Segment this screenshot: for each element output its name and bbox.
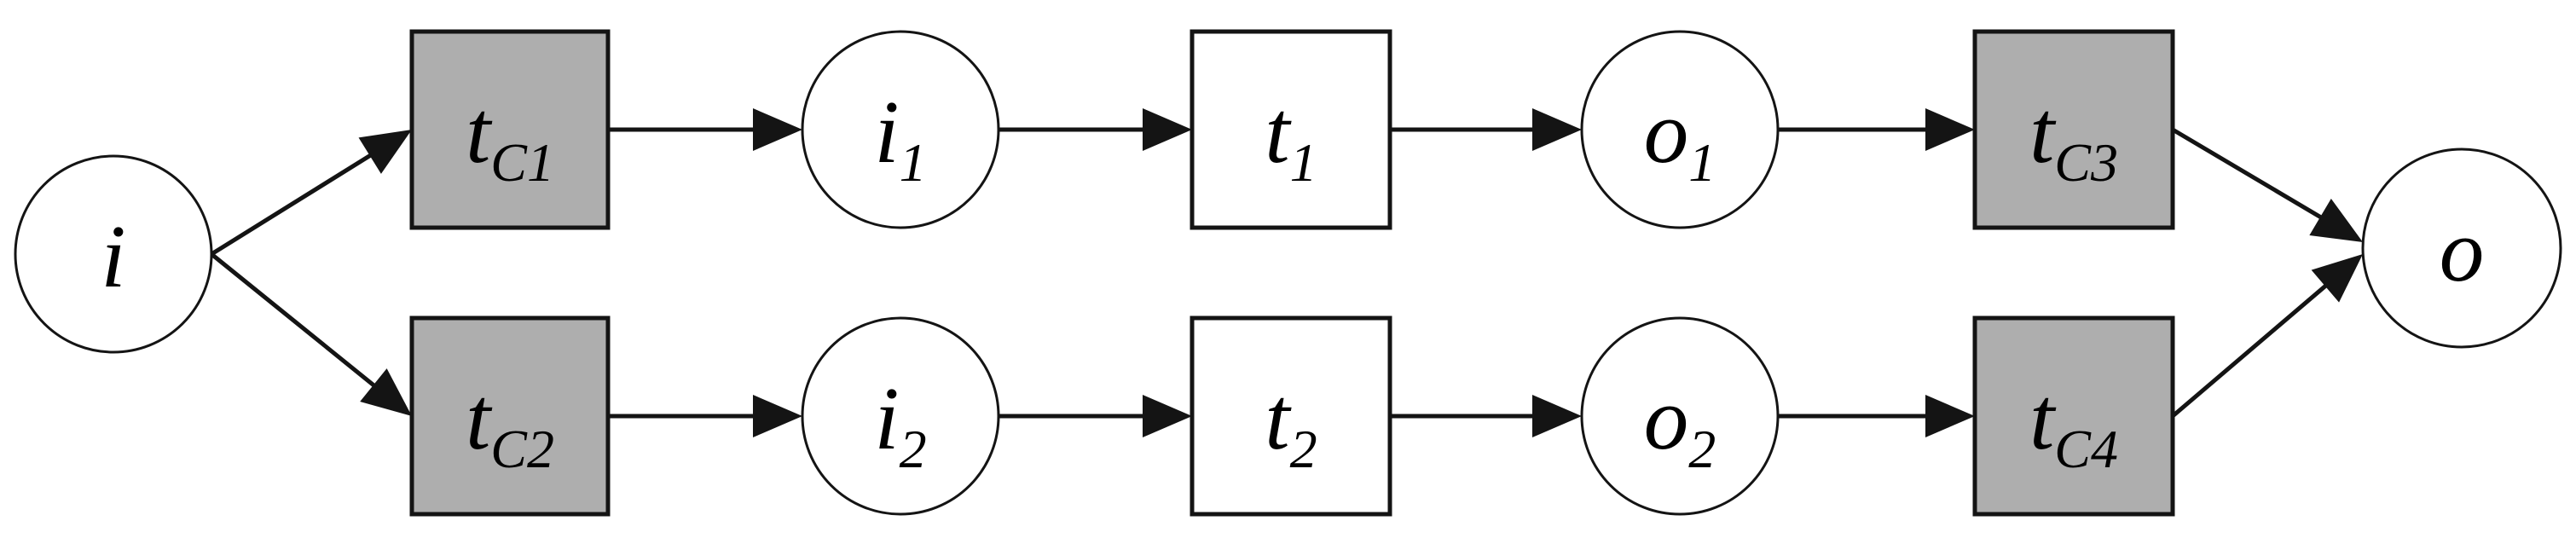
arrowhead bbox=[1532, 395, 1582, 437]
arrow-line bbox=[210, 150, 377, 257]
edge-o1-tC3 bbox=[1778, 108, 1975, 151]
node-label-main-t1: t bbox=[1265, 82, 1292, 182]
node-label-main-o1: o bbox=[1644, 82, 1689, 182]
node-label-o1: o1 bbox=[1644, 82, 1716, 193]
arrow-line bbox=[2171, 127, 2328, 223]
node-label-main-o2: o bbox=[1644, 368, 1689, 468]
edge-tC4-o bbox=[2171, 254, 2363, 418]
transition-t1: t1 bbox=[1190, 29, 1392, 230]
node-label-t1: t1 bbox=[1265, 82, 1317, 193]
edge-i-tC2 bbox=[210, 252, 412, 416]
place-i2: i2 bbox=[801, 316, 1000, 516]
transition-tC1: tC1 bbox=[409, 29, 611, 230]
edge-i1-t1 bbox=[999, 108, 1192, 151]
node-label-i1: i1 bbox=[874, 82, 926, 193]
arrowhead bbox=[2311, 254, 2363, 303]
node-label-sub-tC1: C1 bbox=[490, 132, 554, 193]
transition-tC2: tC2 bbox=[409, 315, 611, 517]
edge-t1-o1 bbox=[1390, 108, 1582, 151]
place-o1: o1 bbox=[1580, 30, 1780, 229]
place-circle-o2 bbox=[1580, 316, 1780, 516]
node-label-main-i2: i bbox=[874, 368, 899, 468]
node-label-i2: i2 bbox=[874, 368, 926, 479]
node-label-o2: o2 bbox=[1644, 368, 1716, 479]
place-circle-o1 bbox=[1580, 30, 1780, 229]
node-label-sub-t2: 2 bbox=[1290, 419, 1317, 479]
arrowhead bbox=[1143, 108, 1192, 151]
edge-tC3-o bbox=[2171, 127, 2363, 242]
arrowhead bbox=[360, 368, 412, 416]
place-o: o bbox=[2361, 148, 2562, 349]
node-label-main-tC1: t bbox=[466, 82, 493, 182]
node-label-sub-t1: 1 bbox=[1290, 132, 1317, 193]
arrowhead bbox=[358, 130, 412, 174]
edge-i-tC1 bbox=[210, 130, 412, 257]
place-circle-i1 bbox=[801, 30, 1000, 229]
place-o2: o2 bbox=[1580, 316, 1780, 516]
arrowhead bbox=[1532, 108, 1582, 151]
edge-o2-tC4 bbox=[1778, 395, 1975, 437]
node-label-main-tC2: t bbox=[466, 368, 493, 468]
transition-rect-t1 bbox=[1190, 29, 1392, 230]
arrow-line bbox=[210, 252, 380, 391]
node-label-main-i: i bbox=[101, 206, 125, 306]
node-label-main-tC3: t bbox=[2029, 82, 2057, 182]
arrowhead bbox=[1925, 108, 1975, 151]
place-i: i bbox=[14, 154, 213, 354]
node-label-sub-tC2: C2 bbox=[490, 419, 554, 479]
node-label-tC4: tC4 bbox=[2029, 368, 2118, 479]
edge-t2-o2 bbox=[1390, 395, 1582, 437]
arrowhead bbox=[2309, 198, 2363, 242]
node-label-tC2: tC2 bbox=[466, 368, 554, 479]
arrow-line bbox=[2171, 280, 2332, 418]
transition-rect-tC4 bbox=[1972, 315, 2175, 517]
node-label-main-tC4: t bbox=[2029, 368, 2057, 468]
transition-tC4: tC4 bbox=[1972, 315, 2175, 517]
node-label-sub-tC4: C4 bbox=[2054, 419, 2118, 479]
edge-tC2-i2 bbox=[608, 395, 802, 437]
place-circle-i bbox=[14, 154, 213, 354]
node-label-main-i1: i bbox=[874, 82, 899, 182]
edge-i2-t2 bbox=[999, 395, 1192, 437]
node-label-main-t2: t bbox=[1265, 368, 1292, 468]
place-i1: i1 bbox=[801, 30, 1000, 229]
node-label-sub-i2: 2 bbox=[900, 419, 927, 479]
node-label-sub-tC3: C3 bbox=[2054, 132, 2118, 193]
transition-rect-t2 bbox=[1190, 315, 1392, 517]
place-circle-i2 bbox=[801, 316, 1000, 516]
arrowhead bbox=[753, 108, 802, 151]
node-label-o: o bbox=[2440, 200, 2485, 300]
edge-tC1-i1 bbox=[608, 108, 802, 151]
arrowhead bbox=[1143, 395, 1192, 437]
transition-rect-tC3 bbox=[1972, 29, 2175, 230]
node-label-tC3: tC3 bbox=[2029, 82, 2118, 193]
node-label-main-o: o bbox=[2440, 200, 2485, 300]
transition-t2: t2 bbox=[1190, 315, 1392, 517]
node-label-tC1: tC1 bbox=[466, 82, 554, 193]
arrowhead bbox=[753, 395, 802, 437]
node-label-t2: t2 bbox=[1265, 368, 1317, 479]
place-circle-o bbox=[2361, 148, 2562, 349]
node-label-sub-o1: 1 bbox=[1688, 132, 1716, 193]
arrowhead bbox=[1925, 395, 1975, 437]
node-label-sub-o2: 2 bbox=[1688, 419, 1716, 479]
transition-rect-tC2 bbox=[409, 315, 611, 517]
node-label-i: i bbox=[101, 206, 125, 306]
transition-tC3: tC3 bbox=[1972, 29, 2175, 230]
node-label-sub-i1: 1 bbox=[900, 132, 927, 193]
transition-rect-tC1 bbox=[409, 29, 611, 230]
